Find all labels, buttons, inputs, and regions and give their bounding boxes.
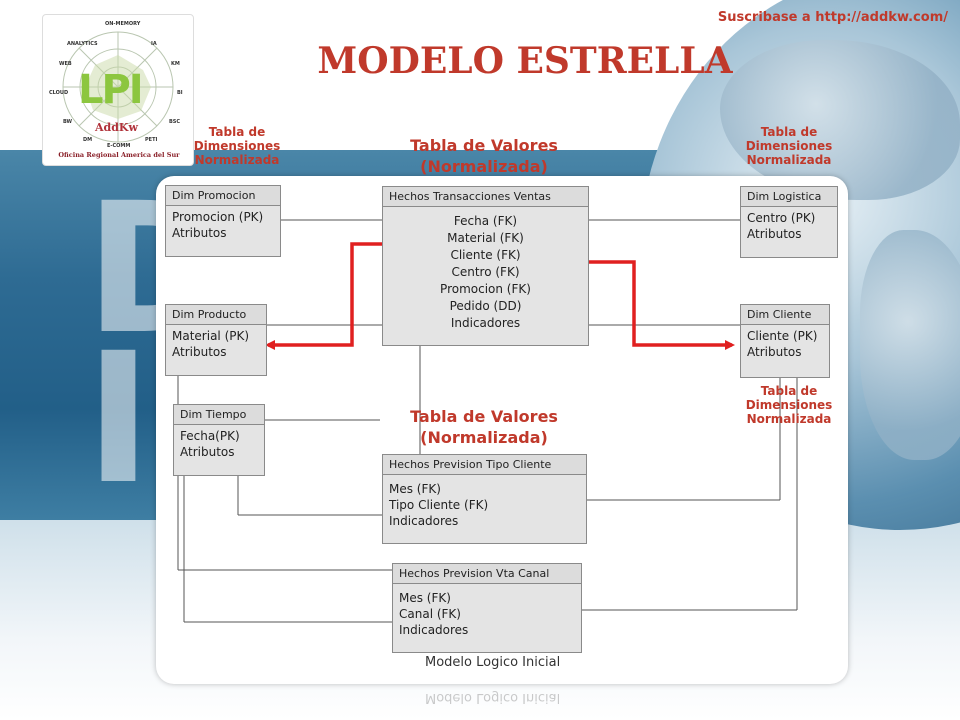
logo-label: E-COMM <box>107 143 131 149</box>
table-field: Material (PK) <box>172 329 250 343</box>
table-header: Dim Tiempo <box>174 405 264 425</box>
table-field: Fecha(PK) <box>180 429 240 443</box>
table-field: Cliente (FK) <box>450 248 521 262</box>
table-hechos-tipo-cliente: Hechos Prevision Tipo Cliente Mes (FK) T… <box>382 454 587 544</box>
logo-label: ON-MEMORY <box>105 21 141 27</box>
logo-label: BSC <box>169 119 181 125</box>
table-header: Hechos Prevision Vta Canal <box>393 564 581 584</box>
logo-mark: LPI <box>78 67 144 113</box>
logo-label: IA <box>151 41 157 47</box>
subscribe-link[interactable]: Suscribase a http://addkw.com/ <box>717 10 948 25</box>
table-field: Canal (FK) <box>399 607 461 621</box>
table-field: Atributos <box>180 445 235 459</box>
logo-label: KM <box>171 61 180 67</box>
table-field: Indicadores <box>389 514 459 528</box>
table-field: Tipo Cliente (FK) <box>389 498 489 512</box>
logo-label: BW <box>63 119 73 125</box>
table-header: Dim Producto <box>166 305 266 325</box>
logo-label: WEB <box>59 61 72 67</box>
table-field: Atributos <box>172 226 227 240</box>
logo-label: CLOUD <box>49 90 69 96</box>
table-hechos-vta-canal: Hechos Prevision Vta Canal Mes (FK) Cana… <box>392 563 582 653</box>
logo-label: PETI <box>145 137 158 143</box>
table-field: Atributos <box>747 227 802 241</box>
table-field: Promocion (PK) <box>172 210 264 224</box>
caption-dim-right-mid: Tabla de Dimensiones Normalizada <box>745 384 833 426</box>
table-dim-tiempo: Dim Tiempo Fecha(PK) Atributos <box>173 404 265 476</box>
table-field: Indicadores <box>450 316 521 330</box>
table-dim-logistica: Dim Logistica Centro (PK) Atributos <box>740 186 838 258</box>
table-header: Dim Promocion <box>166 186 280 206</box>
logo-office: Oficina Regional America del Sur <box>58 151 180 159</box>
globe-land <box>860 230 960 460</box>
table-field: Atributos <box>747 345 802 359</box>
table-field: Cliente (PK) <box>747 329 818 343</box>
table-header: Hechos Transacciones Ventas <box>383 187 588 207</box>
table-field: Atributos <box>172 345 227 359</box>
caption-dim-left: Tabla de Dimensiones Normalizada <box>193 125 281 167</box>
table-dim-cliente: Dim Cliente Cliente (PK) Atributos <box>740 304 830 378</box>
table-field: Pedido (DD) <box>449 299 522 313</box>
table-field: Material (FK) <box>447 231 524 245</box>
table-field: Fecha (FK) <box>453 214 518 228</box>
table-header: Hechos Prevision Tipo Cliente <box>383 455 586 475</box>
table-header: Dim Logistica <box>741 187 837 207</box>
table-field: Indicadores <box>399 623 469 637</box>
caption-facts-mid: Tabla de Valores (Normalizada) <box>410 407 558 447</box>
logo-brand: AddKw <box>95 121 138 134</box>
table-dim-promocion: Dim Promocion Promocion (PK) Atributos <box>165 185 281 257</box>
table-dim-producto: Dim Producto Material (PK) Atributos <box>165 304 267 376</box>
table-field: Mes (FK) <box>399 591 451 605</box>
caption-dim-right-top: Tabla de Dimensiones Normalizada <box>745 125 833 167</box>
logo-label: BI <box>177 90 183 96</box>
logo-label: ANALYTICS <box>67 41 98 47</box>
logo-label: DM <box>83 137 93 143</box>
diagram-caption-reflection: Modelo Logico Inicial <box>425 690 561 705</box>
table-field: Mes (FK) <box>389 482 441 496</box>
globe-land <box>720 40 960 200</box>
table-field: Centro (PK) <box>747 211 816 225</box>
diagram-caption: Modelo Logico Inicial <box>425 655 561 670</box>
table-field: Centro (FK) <box>451 265 520 279</box>
table-hechos-ventas: Hechos Transacciones Ventas Fecha (FK) M… <box>382 186 589 346</box>
caption-facts-top: Tabla de Valores (Normalizada) <box>410 136 558 176</box>
table-header: Dim Cliente <box>741 305 829 325</box>
table-field: Promocion (FK) <box>440 282 531 296</box>
logo-radar-icon <box>62 31 174 143</box>
lpi-logo: LPI AddKw Oficina Regional America del S… <box>42 14 194 166</box>
slide-title: MODELO ESTRELLA <box>317 40 733 82</box>
